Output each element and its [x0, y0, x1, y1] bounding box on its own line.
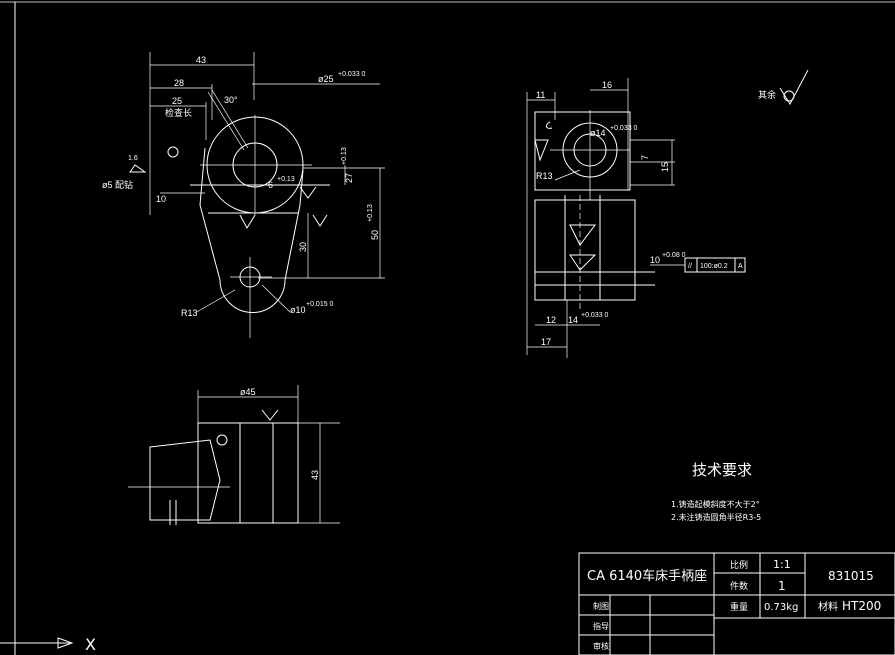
- tb-review-label: 审核: [593, 641, 609, 651]
- dim-12: 12: [546, 315, 556, 325]
- dim-side-14-tol: +0.033 0: [581, 312, 609, 319]
- roughness-other-symbol: [779, 69, 809, 106]
- roughness-value-left: 1.6: [128, 155, 138, 162]
- dim-11: 11: [536, 90, 545, 100]
- roughness-other-label: 其余: [758, 89, 776, 100]
- dim-side-14: 14: [568, 315, 578, 325]
- dim-dia25: ø25: [318, 74, 334, 84]
- dim-dia14: ø14: [590, 128, 606, 138]
- tol-frame: [684, 257, 746, 273]
- tb-drawing-no: 831015: [828, 569, 874, 583]
- dim-43: 43: [196, 55, 206, 65]
- side-roughness-3: [569, 254, 597, 271]
- tb-qty-label: 件数: [730, 580, 748, 592]
- side-view: 11 16 ø14 +0.033 0 7 15 R13 10 +0.08 0: [526, 69, 809, 358]
- tb-qty-value: 1: [778, 579, 786, 593]
- side-roughness-1: [534, 139, 549, 162]
- dim-27-tol: +0.13: [341, 147, 348, 165]
- tech-req-item-1: 1.铸造起模斜度不大于2°: [671, 499, 760, 509]
- lever-left-edge: [199, 147, 221, 281]
- leader-r13: [194, 289, 236, 314]
- roughness-symbol-c: [239, 214, 256, 230]
- tb-part-name: CA 6140车床手柄座: [587, 568, 707, 584]
- dim-dia45: ø45: [240, 387, 256, 397]
- dim-50-tol: +0.13: [367, 204, 374, 222]
- dim-dia14-tol: +0.033 0: [610, 125, 638, 132]
- tb-weight-label: 重量: [730, 601, 748, 613]
- tech-req-item-2: 2.未注铸造圆角半径R3-5: [671, 512, 761, 522]
- leader-dia10: [261, 284, 291, 313]
- dim-top-43: 43: [310, 470, 320, 480]
- lever-end-arc: [219, 279, 286, 313]
- top-small-hole: [216, 434, 228, 446]
- title-block: CA 6140车床手柄座 比例 1:1 件数 1 831015 重量 0.73k…: [578, 552, 895, 655]
- angle-30: 30°: [224, 95, 238, 105]
- dim-27: 27: [344, 173, 354, 183]
- dim-check-length: 检查长: [165, 107, 192, 118]
- roughness-symbol-b: [312, 214, 328, 227]
- tb-scale-label: 比例: [730, 559, 748, 571]
- dim-7: 7: [640, 155, 650, 160]
- side-roughness-2: [569, 224, 596, 246]
- dim-side-10-tol: +0.08 0: [662, 252, 686, 259]
- tb-material-value: HT200: [842, 599, 881, 613]
- tb-guide-label: 指导: [593, 621, 609, 631]
- dim-17: 17: [541, 337, 551, 347]
- hole-5-circle: [167, 146, 179, 158]
- roughness-symbol-a: [299, 186, 317, 199]
- side-body-outline: [534, 199, 636, 301]
- dim-6: 6: [268, 180, 273, 190]
- technical-requirements: 技术要求 1.铸造起模斜度不大于2° 2.未注铸造圆角半径R3-5: [671, 461, 761, 522]
- roughness-other-circle: [783, 90, 795, 102]
- dim-6-tol: +0.13: [277, 176, 295, 183]
- lever-right-edge: [284, 169, 304, 281]
- tol-frame-value: 100:ø0.2: [700, 263, 728, 270]
- top-body-outline: [197, 422, 299, 524]
- tech-req-title: 技术要求: [692, 461, 752, 479]
- dim-side-r13: R13: [536, 171, 553, 181]
- top-lever-outline: [149, 439, 221, 521]
- roughness-symbol-left: [129, 164, 147, 173]
- leader-side-r13: [554, 169, 581, 181]
- dim-dia10-tol: +0.015 0: [306, 301, 334, 308]
- top-view: ø45 43: [128, 385, 340, 525]
- ucs-x-label: X: [85, 635, 96, 654]
- top-roughness: [261, 409, 279, 421]
- tb-drawn-label: 制图: [593, 601, 609, 611]
- dim-r13: R13: [181, 308, 198, 318]
- side-small-feature: [546, 121, 553, 129]
- dim-25: 25: [172, 96, 182, 106]
- dim-dia25-tol: +0.033 0: [338, 71, 366, 78]
- dim-dia10: ø10: [290, 305, 306, 315]
- dim-15: 15: [660, 162, 670, 172]
- angle-ray-b: [207, 91, 245, 151]
- tb-material-label: 材料: [818, 600, 838, 613]
- front-view: 43 28 25 检查长 30° ø25 +0.033 0: [102, 52, 385, 338]
- side-boss-outline: [534, 111, 631, 191]
- dim-10: 10: [156, 194, 166, 204]
- dim-16: 16: [602, 80, 612, 90]
- tb-weight-value: 0.73kg: [764, 602, 798, 613]
- dim-50: 50: [370, 230, 380, 240]
- dim-dia5: ø5 配钻: [102, 179, 133, 190]
- ucs-x-arrow-icon: [57, 637, 74, 649]
- tol-frame-datum: A: [738, 263, 743, 270]
- dim-side-10: 10: [650, 255, 660, 265]
- ucs-icon: X: [0, 635, 96, 654]
- tb-scale-value: 1:1: [773, 558, 791, 571]
- dim-30: 30: [298, 242, 308, 252]
- tol-frame-symbol: //: [688, 263, 692, 270]
- title-block-outline: [578, 552, 895, 655]
- angle-ray-a: [211, 89, 249, 149]
- dim-28: 28: [174, 78, 184, 88]
